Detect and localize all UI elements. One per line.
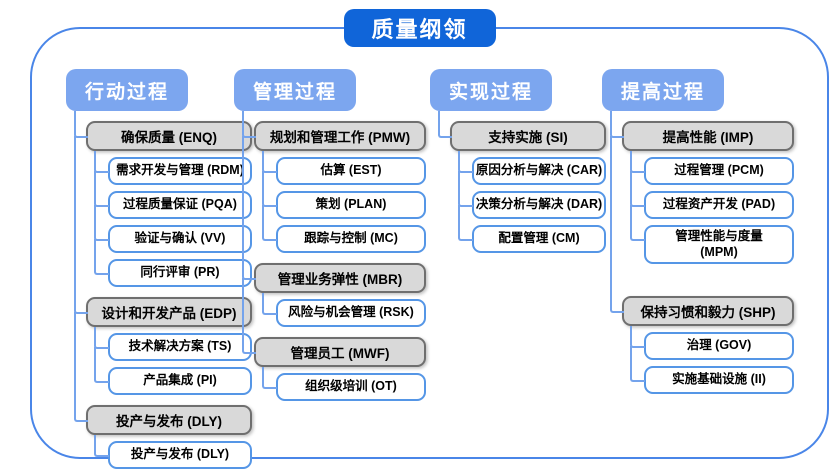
leaf-list: 投产与发布 (DLY) [86, 435, 252, 469]
leaf-box-plan: 策划 (PLAN) [276, 191, 426, 219]
leaf-node: 实施基础设施 (II) [630, 360, 794, 395]
group-list: 支持实施 (SI) 原因分析与解决 (CAR) 决策分析与解决 (DAR) 配置… [430, 111, 606, 253]
leaf-box-pqa: 过程质量保证 (PQA) [108, 191, 252, 219]
diagram-title: 质量纲领 [343, 9, 496, 47]
column-header-action-process: 行动过程 [66, 69, 188, 111]
leaf-box-vv: 验证与确认 (VV) [108, 225, 252, 253]
leaf-box-pi: 产品集成 (PI) [108, 367, 252, 395]
leaf-box-est: 估算 (EST) [276, 157, 426, 185]
group-node: 管理员工 (MWF) 组织级培训 (OT) [242, 327, 426, 401]
diagram-frame: 行动过程 确保质量 (ENQ) 需求开发与管理 (RDM) 过程质量保证 (PQ… [30, 27, 829, 469]
group-node: 确保质量 (ENQ) 需求开发与管理 (RDM) 过程质量保证 (PQA) 验证… [74, 111, 252, 287]
column-header-realization-process: 实现过程 [430, 69, 552, 111]
group-node: 设计和开发产品 (EDP) 技术解决方案 (TS) 产品集成 (PI) [74, 287, 252, 395]
leaf-list: 需求开发与管理 (RDM) 过程质量保证 (PQA) 验证与确认 (VV) 同行… [86, 151, 252, 287]
leaf-node: 需求开发与管理 (RDM) [94, 151, 252, 185]
leaf-box-car: 原因分析与解决 (CAR) [472, 157, 606, 185]
group-box-dly: 投产与发布 (DLY) [86, 405, 252, 435]
column-header-management-process: 管理过程 [234, 69, 356, 111]
leaf-list: 组织级培训 (OT) [254, 367, 426, 401]
leaf-box-ts: 技术解决方案 (TS) [108, 333, 252, 361]
leaf-node: 验证与确认 (VV) [94, 219, 252, 253]
leaf-list: 过程管理 (PCM) 过程资产开发 (PAD) 管理性能与度量 (MPM) [622, 151, 794, 265]
leaf-node: 配置管理 (CM) [458, 219, 606, 253]
group-box-imp: 提高性能 (IMP) [622, 121, 794, 151]
leaf-box-gov: 治理 (GOV) [644, 332, 794, 361]
leaf-box-dly: 投产与发布 (DLY) [108, 441, 252, 469]
group-box-si: 支持实施 (SI) [450, 121, 606, 151]
group-list: 确保质量 (ENQ) 需求开发与管理 (RDM) 过程质量保证 (PQA) 验证… [66, 111, 252, 469]
group-node: 规划和管理工作 (PMW) 估算 (EST) 策划 (PLAN) 跟踪与控制 (… [242, 111, 426, 253]
group-node: 投产与发布 (DLY) 投产与发布 (DLY) [74, 395, 252, 469]
leaf-box-mc: 跟踪与控制 (MC) [276, 225, 426, 253]
leaf-list: 估算 (EST) 策划 (PLAN) 跟踪与控制 (MC) [254, 151, 426, 253]
leaf-node: 原因分析与解决 (CAR) [458, 151, 606, 185]
leaf-node: 风险与机会管理 (RSK) [262, 293, 426, 327]
leaf-box-ot: 组织级培训 (OT) [276, 373, 426, 401]
group-node: 支持实施 (SI) 原因分析与解决 (CAR) 决策分析与解决 (DAR) 配置… [438, 111, 606, 253]
leaf-box-cm: 配置管理 (CM) [472, 225, 606, 253]
leaf-node: 跟踪与控制 (MC) [262, 219, 426, 253]
group-node: 提高性能 (IMP) 过程管理 (PCM) 过程资产开发 (PAD) 管理性能与… [610, 111, 794, 265]
column-improvement-process: 提高过程 提高性能 (IMP) 过程管理 (PCM) 过程资产开发 (PAD) … [602, 69, 794, 395]
group-box-edp: 设计和开发产品 (EDP) [86, 297, 252, 327]
leaf-box-dar: 决策分析与解决 (DAR) [472, 191, 606, 219]
leaf-list: 技术解决方案 (TS) 产品集成 (PI) [86, 327, 252, 395]
leaf-box-pcm: 过程管理 (PCM) [644, 157, 794, 185]
group-list: 规划和管理工作 (PMW) 估算 (EST) 策划 (PLAN) 跟踪与控制 (… [234, 111, 426, 401]
leaf-node: 投产与发布 (DLY) [94, 435, 252, 469]
column-management-process: 管理过程 规划和管理工作 (PMW) 估算 (EST) 策划 (PLAN) 跟踪… [234, 69, 426, 401]
leaf-node: 产品集成 (PI) [94, 361, 252, 395]
leaf-node: 过程质量保证 (PQA) [94, 185, 252, 219]
group-list: 提高性能 (IMP) 过程管理 (PCM) 过程资产开发 (PAD) 管理性能与… [602, 111, 794, 395]
group-box-mbr: 管理业务弹性 (MBR) [254, 263, 426, 293]
leaf-box-rdm: 需求开发与管理 (RDM) [108, 157, 252, 185]
leaf-node: 管理性能与度量 (MPM) [630, 219, 794, 265]
leaf-node: 决策分析与解决 (DAR) [458, 185, 606, 219]
leaf-node: 技术解决方案 (TS) [94, 327, 252, 361]
leaf-box-rsk: 风险与机会管理 (RSK) [276, 299, 426, 327]
leaf-node: 策划 (PLAN) [262, 185, 426, 219]
leaf-node: 治理 (GOV) [630, 326, 794, 361]
leaf-node: 过程资产开发 (PAD) [630, 185, 794, 219]
leaf-box-pad: 过程资产开发 (PAD) [644, 191, 794, 219]
leaf-node: 估算 (EST) [262, 151, 426, 185]
group-box-pmw: 规划和管理工作 (PMW) [254, 121, 426, 151]
column-header-improvement-process: 提高过程 [602, 69, 724, 111]
column-action-process: 行动过程 确保质量 (ENQ) 需求开发与管理 (RDM) 过程质量保证 (PQ… [66, 69, 252, 469]
leaf-box-mpm: 管理性能与度量 (MPM) [644, 225, 794, 265]
leaf-list: 风险与机会管理 (RSK) [254, 293, 426, 327]
group-node: 保持习惯和毅力 (SHP) 治理 (GOV) 实施基础设施 (II) [610, 264, 794, 395]
group-box-mwf: 管理员工 (MWF) [254, 337, 426, 367]
leaf-node: 过程管理 (PCM) [630, 151, 794, 185]
leaf-list: 原因分析与解决 (CAR) 决策分析与解决 (DAR) 配置管理 (CM) [450, 151, 606, 253]
leaf-node: 组织级培训 (OT) [262, 367, 426, 401]
leaf-node: 同行评审 (PR) [94, 253, 252, 287]
group-box-shp: 保持习惯和毅力 (SHP) [622, 296, 794, 327]
group-node: 管理业务弹性 (MBR) 风险与机会管理 (RSK) [242, 253, 426, 327]
leaf-box-pr: 同行评审 (PR) [108, 259, 252, 287]
column-realization-process: 实现过程 支持实施 (SI) 原因分析与解决 (CAR) 决策分析与解决 (DA… [430, 69, 606, 253]
group-box-enq: 确保质量 (ENQ) [86, 121, 252, 151]
leaf-list: 治理 (GOV) 实施基础设施 (II) [622, 326, 794, 395]
leaf-box-ii: 实施基础设施 (II) [644, 366, 794, 395]
